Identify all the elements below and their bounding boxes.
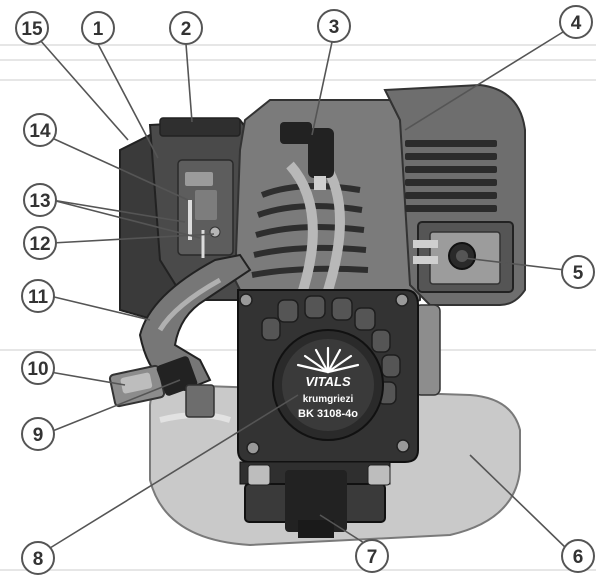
guide-lines bbox=[0, 44, 596, 571]
callout-label: 6 bbox=[573, 547, 584, 568]
callout-6: 6 bbox=[561, 539, 595, 573]
callout-label: 11 bbox=[28, 287, 49, 308]
callout-3: 3 bbox=[317, 9, 351, 43]
callout-5: 5 bbox=[561, 255, 595, 289]
callout-12: 12 bbox=[23, 226, 57, 260]
callout-label: 12 bbox=[29, 234, 50, 255]
callout-label: 8 bbox=[33, 549, 44, 570]
callout-11: 11 bbox=[21, 279, 55, 313]
callout-circle bbox=[81, 11, 115, 45]
callout-circle bbox=[21, 417, 55, 451]
callout-circle bbox=[21, 541, 55, 575]
callout-leaders bbox=[39, 31, 569, 551]
callout-circle bbox=[21, 279, 55, 313]
engine-illustration: VITALS krumgriezi BK 3108-4o bbox=[108, 83, 526, 547]
callout-10: 10 bbox=[21, 351, 55, 385]
callout-7: 7 bbox=[355, 539, 389, 573]
spark-plug-cap bbox=[280, 122, 334, 190]
callout-circle bbox=[169, 11, 203, 45]
callout-circle bbox=[355, 539, 389, 573]
callout-circle bbox=[23, 226, 57, 260]
callout-circle bbox=[23, 183, 57, 217]
callout-label: 2 bbox=[181, 19, 192, 40]
callout-label: 4 bbox=[571, 13, 582, 34]
primer-assembly bbox=[108, 356, 215, 418]
recoil-teeth bbox=[261, 295, 401, 405]
callout-8: 8 bbox=[21, 541, 55, 575]
callout-15: 15 bbox=[15, 11, 49, 45]
callout-circle bbox=[23, 113, 57, 147]
model-name: BK 3108-4o bbox=[298, 408, 358, 420]
callout-circle bbox=[559, 5, 593, 39]
brand-logo bbox=[296, 346, 360, 374]
callout-circle bbox=[15, 11, 49, 45]
callout-label: 5 bbox=[573, 263, 584, 284]
callout-1: 1 bbox=[81, 11, 115, 45]
callout-14: 14 bbox=[23, 113, 57, 147]
callout-circle bbox=[21, 351, 55, 385]
muffler-guard bbox=[413, 221, 514, 293]
callout-label: 10 bbox=[27, 359, 48, 380]
callout-circle bbox=[561, 255, 595, 289]
cooling-fins bbox=[405, 140, 497, 212]
brand-name: krumgriezi bbox=[303, 394, 354, 405]
cover-screws bbox=[239, 293, 410, 455]
callout-label: 14 bbox=[29, 121, 51, 142]
callout-label: 15 bbox=[21, 19, 43, 40]
callout-2: 2 bbox=[169, 11, 203, 45]
callout-label: 13 bbox=[29, 191, 50, 212]
callout-circle bbox=[317, 9, 351, 43]
callout-label: 9 bbox=[33, 425, 44, 446]
callout-13: 13 bbox=[23, 183, 57, 217]
callout-9: 9 bbox=[21, 417, 55, 451]
callout-circle bbox=[561, 539, 595, 573]
drive-shaft-mount bbox=[239, 461, 391, 538]
callout-label: 7 bbox=[367, 547, 378, 568]
carburetor bbox=[177, 159, 234, 258]
callout-4: 4 bbox=[559, 5, 593, 39]
logo-wordmark: VITALS bbox=[305, 374, 351, 389]
callout-label: 1 bbox=[93, 19, 104, 40]
callout-label: 3 bbox=[329, 17, 340, 38]
